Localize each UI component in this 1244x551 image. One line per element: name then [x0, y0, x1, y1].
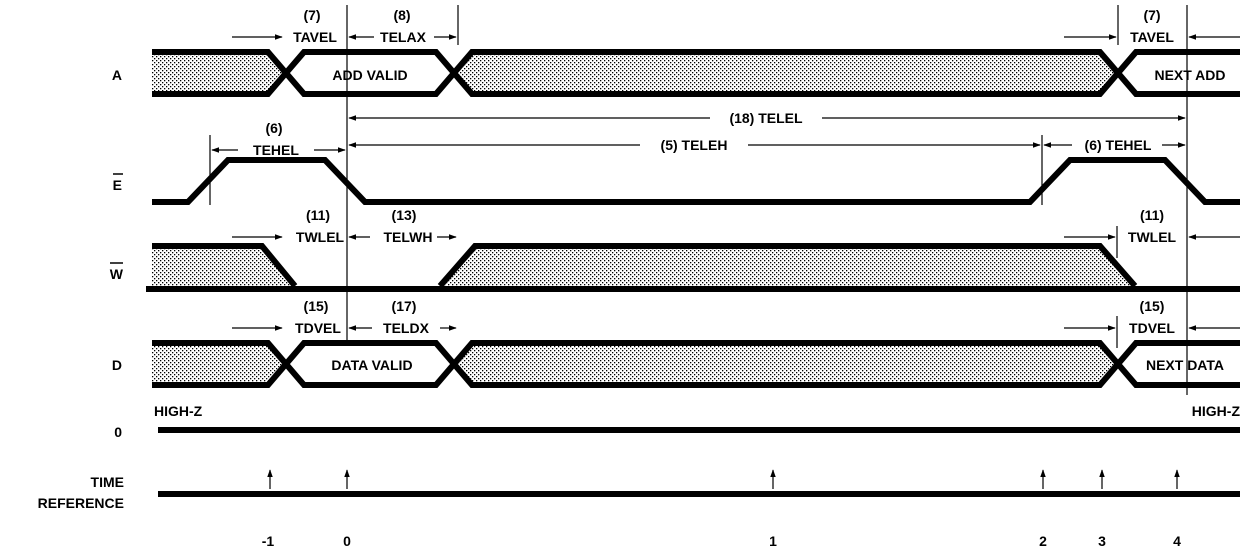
time-reference-axis: -1 0 1 2 3 4	[158, 469, 1240, 549]
a-timing-annotations: (7) TAVEL (8) TELAX (7) TAVEL	[232, 7, 1240, 45]
twlel-right-number: (11)	[1140, 207, 1164, 223]
twlel-left-label: TWLEL	[296, 229, 345, 245]
time-label-4: 4	[1173, 533, 1181, 549]
next-data-label: NEXT DATA	[1146, 357, 1224, 373]
signal-w-waveform	[146, 243, 1240, 292]
time-reference-label-line1: TIME	[91, 474, 124, 490]
telwh-label: TELWH	[384, 229, 433, 245]
time-label-2: 2	[1039, 533, 1047, 549]
data-valid-label: DATA VALID	[331, 357, 412, 373]
tdvel-left-label: TDVEL	[295, 320, 341, 336]
teleh-label: (5) TELEH	[661, 137, 728, 153]
time-marker-4: 4	[1173, 469, 1181, 549]
tdvel-right-label: TDVEL	[1129, 320, 1175, 336]
high-z-right-label: HIGH-Z	[1192, 403, 1241, 419]
twlel-left-number: (11)	[306, 207, 330, 223]
time-marker-2: 2	[1039, 469, 1047, 549]
tehel-left-number: (6)	[265, 120, 282, 136]
tavel-left-number: (7)	[303, 7, 320, 23]
tavel-left-label: TAVEL	[293, 29, 337, 45]
time-reference-label-line2: REFERENCE	[38, 495, 124, 511]
signal-a-label: A	[112, 67, 122, 83]
time-label-minus1: -1	[262, 533, 275, 549]
signal-w-label: W	[110, 266, 124, 282]
telel-label: (18) TELEL	[729, 110, 803, 126]
time-label-1: 1	[769, 533, 777, 549]
w-timing-annotations: (11) TWLEL (13) TELWH (11) TWLEL	[232, 207, 1240, 245]
d-timing-annotations: (15) TDVEL (17) TELDX (15) TDVEL	[232, 298, 1240, 336]
time-label-3: 3	[1098, 533, 1106, 549]
signal-d-waveform: DATA VALID NEXT DATA	[152, 340, 1240, 388]
time-marker-3: 3	[1098, 469, 1106, 549]
tavel-right-label: TAVEL	[1130, 29, 1174, 45]
tehel-right-label: (6) TEHEL	[1085, 137, 1152, 153]
teldx-number: (17)	[392, 298, 417, 314]
teldx-label: TELDX	[383, 320, 430, 336]
tdvel-left-number: (15)	[304, 298, 329, 314]
twlel-right-label: TWLEL	[1128, 229, 1177, 245]
telel-annotation: (18) TELEL	[348, 110, 1186, 126]
tavel-right-number: (7)	[1143, 7, 1160, 23]
e-timing-annotations: (6) TEHEL (5) TELEH (6) TEHEL	[211, 120, 1186, 158]
signal-q-waveform: HIGH-Z HIGH-Z	[154, 403, 1241, 433]
tdvel-right-number: (15)	[1140, 298, 1165, 314]
signal-a-waveform: ADD VALID NEXT ADD	[152, 49, 1240, 97]
time-marker-0: 0	[343, 469, 351, 549]
time-marker-1: 1	[769, 469, 777, 549]
time-marker-minus1: -1	[262, 469, 275, 549]
signal-e-label: E	[113, 177, 122, 193]
next-add-label: NEXT ADD	[1154, 67, 1225, 83]
tehel-left-label: TEHEL	[253, 142, 299, 158]
telax-number: (8)	[393, 7, 410, 23]
add-valid-label: ADD VALID	[332, 67, 407, 83]
reference-lines	[209, 5, 1188, 395]
telwh-number: (13)	[392, 207, 417, 223]
signal-q-label: 0	[114, 424, 122, 440]
telax-label: TELAX	[380, 29, 427, 45]
signal-labels: A E W D 0 TIME REFERENCE	[38, 67, 124, 511]
signal-d-label: D	[112, 357, 122, 373]
high-z-left-label: HIGH-Z	[154, 403, 203, 419]
signal-e-waveform	[152, 157, 1240, 205]
time-label-0: 0	[343, 533, 351, 549]
